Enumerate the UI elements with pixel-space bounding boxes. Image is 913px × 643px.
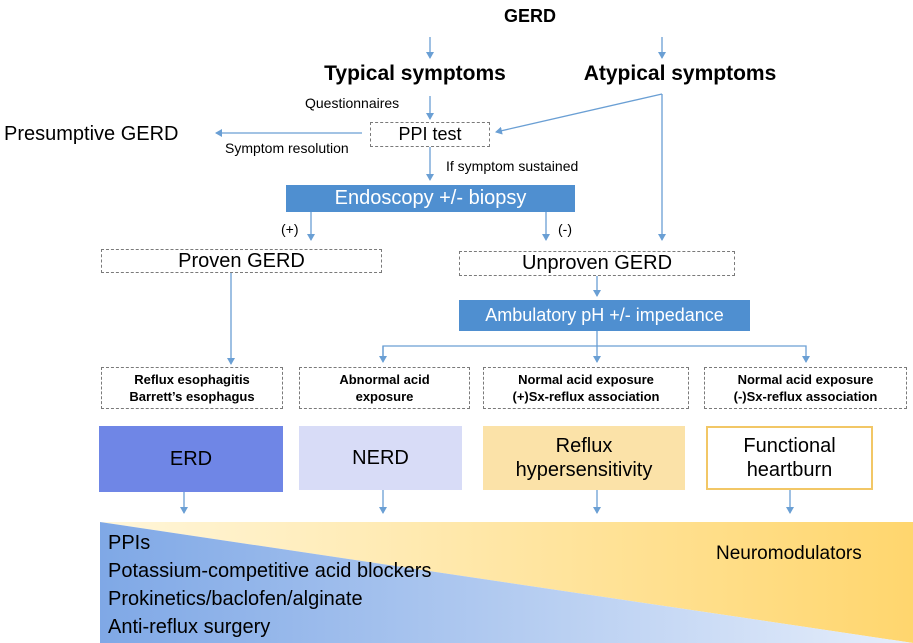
treatment-gradient: [100, 522, 913, 643]
title-gerd: GERD: [503, 6, 556, 26]
neuromodulators-label: Neuromodulators: [716, 543, 862, 564]
presumptive-gerd-label: Presumptive GERD: [4, 123, 179, 145]
treatment-item: Potassium-competitive acid blockers: [108, 560, 432, 582]
treatment-item: Anti-reflux surgery: [108, 616, 271, 638]
positive-label: (+): [281, 221, 299, 237]
abnormal-acid-box: Abnormal acid exposure: [299, 367, 470, 409]
erd-box: ERD: [99, 426, 283, 492]
reflux-esophagitis-box: Reflux esophagitis Barrett’s esophagus: [101, 367, 283, 409]
category-line2: heartburn: [746, 459, 833, 481]
proven-gerd-box: Proven GERD: [101, 249, 382, 273]
reflux-hypersensitivity-box: Reflux hypersensitivity: [483, 426, 685, 490]
treatment-item: Prokinetics/baclofen/alginate: [108, 588, 363, 610]
result-line2: (+)Sx-reflux association: [512, 389, 660, 404]
unproven-gerd-box: Unproven GERD: [459, 251, 735, 276]
treatments-left-list: PPIs Potassium-competitive acid blockers…: [108, 529, 431, 641]
category-line1: Functional: [743, 435, 836, 457]
treatment-item: PPIs: [108, 532, 151, 554]
result-line1: Normal acid exposure: [737, 372, 874, 387]
if-symptom-sustained-label: If symptom sustained: [446, 158, 579, 174]
questionnaires-label: Questionnaires: [305, 95, 400, 111]
nerd-box: NERD: [299, 426, 462, 490]
result-line1: Normal acid exposure: [518, 372, 654, 387]
category-line1: Reflux: [555, 435, 613, 457]
arrow-ambulatory-branches: [382, 345, 810, 363]
category-line1: ERD: [169, 448, 213, 470]
category-line1: NERD: [352, 447, 409, 469]
result-line1: Abnormal acid: [339, 372, 430, 387]
result-line2: (-)Sx-reflux association: [733, 389, 878, 404]
normal-acid-plus-box: Normal acid exposure (+)Sx-reflux associ…: [483, 367, 689, 409]
negative-label: (-): [558, 221, 572, 237]
ambulatory-ph-box: Ambulatory pH +/- impedance: [459, 300, 750, 331]
arrow-atypical-ppi: [495, 93, 663, 135]
symptom-resolution-label: Symptom resolution: [225, 140, 349, 156]
acid-therapy-wedge: [100, 522, 913, 643]
result-line2: exposure: [355, 389, 414, 404]
functional-heartburn-box: Functional heartburn: [706, 426, 873, 490]
category-line2: hypersensitivity: [515, 459, 653, 481]
result-line2: Barrett’s esophagus: [129, 389, 255, 404]
ppi-test-box: PPI test: [370, 122, 490, 147]
normal-acid-minus-box: Normal acid exposure (-)Sx-reflux associ…: [704, 367, 907, 409]
result-line1: Reflux esophagitis: [134, 372, 250, 387]
typical-symptoms-label: Typical symptoms: [324, 62, 506, 85]
atypical-symptoms-label: Atypical symptoms: [583, 62, 777, 85]
endoscopy-box: Endoscopy +/- biopsy: [286, 185, 575, 212]
